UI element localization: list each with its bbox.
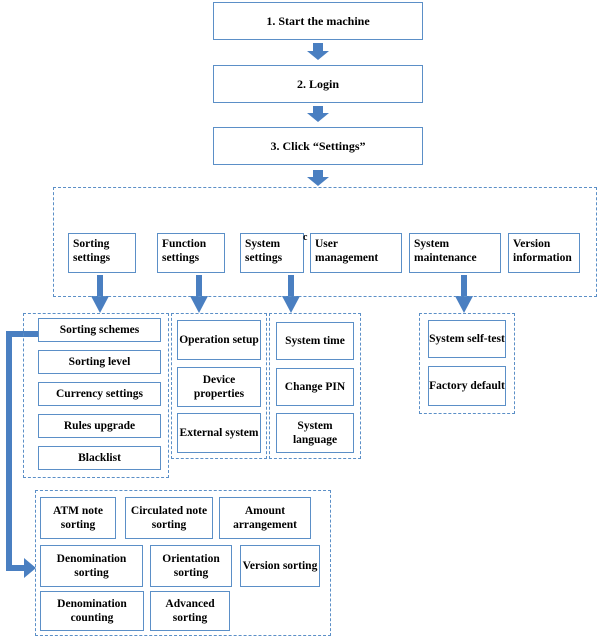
item-amount-arrangement: Amount arrangement [219,497,311,539]
item-label: System language [292,419,338,446]
item-label: Sorting level [68,355,131,368]
item-label: Blacklist [78,451,121,464]
item-label: Device properties [193,373,245,400]
step-label: 3. Click “Settings” [270,138,366,153]
item-orientation-sorting: Orientation sorting [150,545,232,587]
sorting-schemes-group [35,490,331,636]
menu-sorting-settings: Sorting settings [68,233,136,273]
item-label: Circulated note sorting [130,504,208,531]
item-advanced-sorting: Advanced sorting [150,591,230,631]
item-label: Denomination counting [57,597,127,624]
step-login: 2. Login [213,65,423,103]
item-denomination-counting: Denomination counting [40,591,144,631]
sorting-settings-group [23,313,169,478]
menu-label: Function settings [162,238,207,265]
item-sorting-level: Sorting level [38,350,161,374]
item-circulated-note-sorting: Circulated note sorting [125,497,213,539]
item-label: System self-test [429,332,505,345]
menu-label: System maintenance [414,238,477,265]
item-label: Currency settings [56,387,143,400]
item-label: Amount arrangement [233,504,297,531]
system-maintenance-group [419,313,515,414]
item-label: Factory default [429,379,505,392]
stray-mark: c [303,232,308,243]
item-rules-upgrade: Rules upgrade [38,414,161,438]
item-atm-note-sorting: ATM note sorting [40,497,116,539]
menu-system-maintenance: System maintenance [409,233,501,273]
menu-user-management: User management [310,233,402,273]
item-factory-default: Factory default [428,366,506,406]
item-currency-settings: Currency settings [38,382,161,406]
item-label: System time [285,334,345,347]
step-start-machine: 1. Start the machine [213,2,423,40]
arrow-step2-to-step3 [307,106,329,122]
step-label: 1. Start the machine [266,13,370,28]
item-label: Version sorting [242,559,318,572]
step-label: 2. Login [296,76,339,91]
item-label: Rules upgrade [63,419,136,432]
item-label: Advanced sorting [165,597,215,624]
menu-label: Version information [513,238,572,265]
item-label: Denomination sorting [56,552,127,579]
menu-function-settings: Function settings [157,233,225,273]
item-external-system: External system [177,413,261,453]
item-label: Sorting schemes [59,323,140,336]
menu-label: Sorting settings [73,238,111,265]
menu-system-settings: System settings [240,233,304,273]
item-label: External system [179,426,259,439]
item-blacklist: Blacklist [38,446,161,470]
item-label: Change PIN [284,380,346,393]
item-change-pin: Change PIN [276,368,354,406]
item-system-time: System time [276,322,354,360]
item-version-sorting: Version sorting [240,545,320,587]
item-label: Orientation sorting [162,552,220,579]
item-denomination-sorting: Denomination sorting [40,545,143,587]
arrow-step1-to-step2 [307,43,329,60]
item-system-language: System language [276,413,354,453]
step-click-settings: 3. Click “Settings” [213,127,423,165]
item-device-properties: Device properties [177,367,261,407]
menu-version-information: Version information [508,233,580,273]
function-settings-group [171,313,267,459]
menu-label: System settings [245,238,283,265]
item-label: ATM note sorting [53,504,103,531]
settings-menu-group [53,187,597,297]
item-operation-setup: Operation setup [177,320,261,360]
system-settings-group [269,313,361,459]
item-system-self-test: System self-test [428,320,506,358]
arrow-step3-to-menu [307,170,329,186]
item-sorting-schemes: Sorting schemes [38,318,161,342]
item-label: Operation setup [179,333,259,346]
menu-label: User management [315,238,379,265]
